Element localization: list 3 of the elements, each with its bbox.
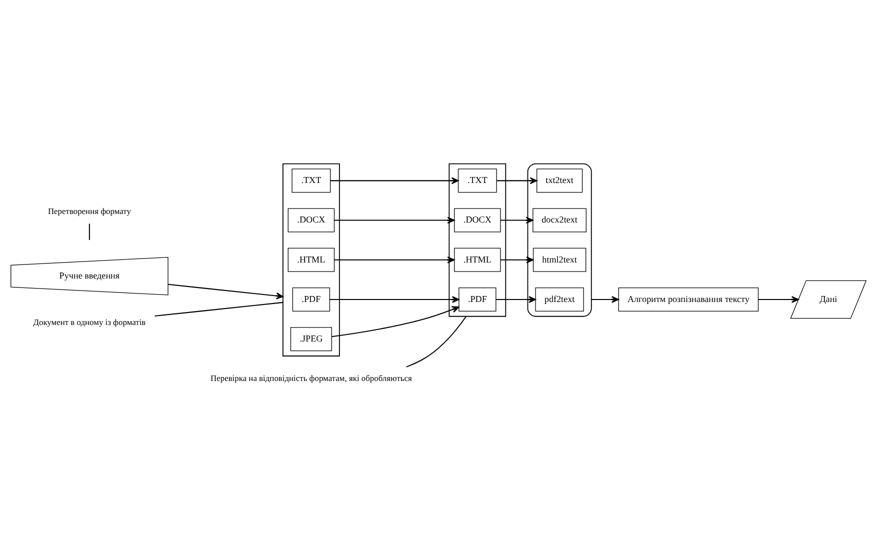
node-text: Документ в одному із форматів	[33, 316, 146, 327]
node-text: Перетворення формату	[48, 206, 131, 216]
node-text: Перевірка на відповідність форматам, які обробляються	[210, 372, 412, 382]
